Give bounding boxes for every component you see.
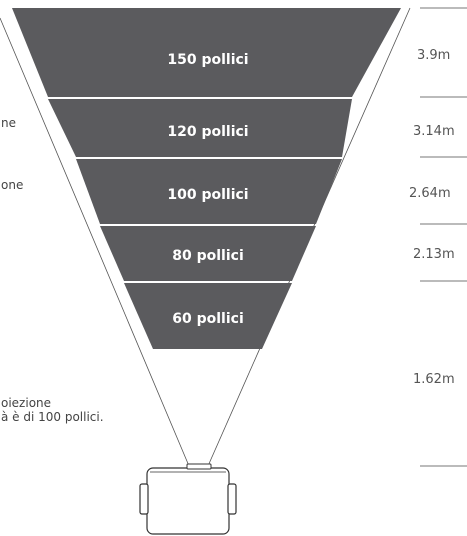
side-note-3-line2: à è di 100 pollici. [1,410,104,424]
beam-line-left [0,17,190,467]
screen-60 [124,283,292,349]
screen-80-label: 80 pollici [172,248,244,264]
screen-150 [12,8,401,97]
side-note-3-line1: oiezione [1,396,51,410]
side-note-2: one [1,178,23,192]
distance-80-label: 2.13m [413,247,455,262]
distance-100-label: 2.64m [409,186,451,201]
screen-120 [48,99,352,157]
distance-120-label: 3.14m [413,124,455,139]
screen-150-label: 150 pollici [167,52,248,68]
projector-icon [139,463,237,535]
screen-120-label: 120 pollici [167,124,248,140]
screen-80 [100,226,316,281]
screen-60-label: 60 pollici [172,311,244,327]
screen-100 [76,159,342,224]
distance-150-label: 3.9m [417,48,450,63]
side-note-1: ne [1,116,16,130]
distance-60-label: 1.62m [413,372,455,387]
screen-100-label: 100 pollici [167,187,248,203]
